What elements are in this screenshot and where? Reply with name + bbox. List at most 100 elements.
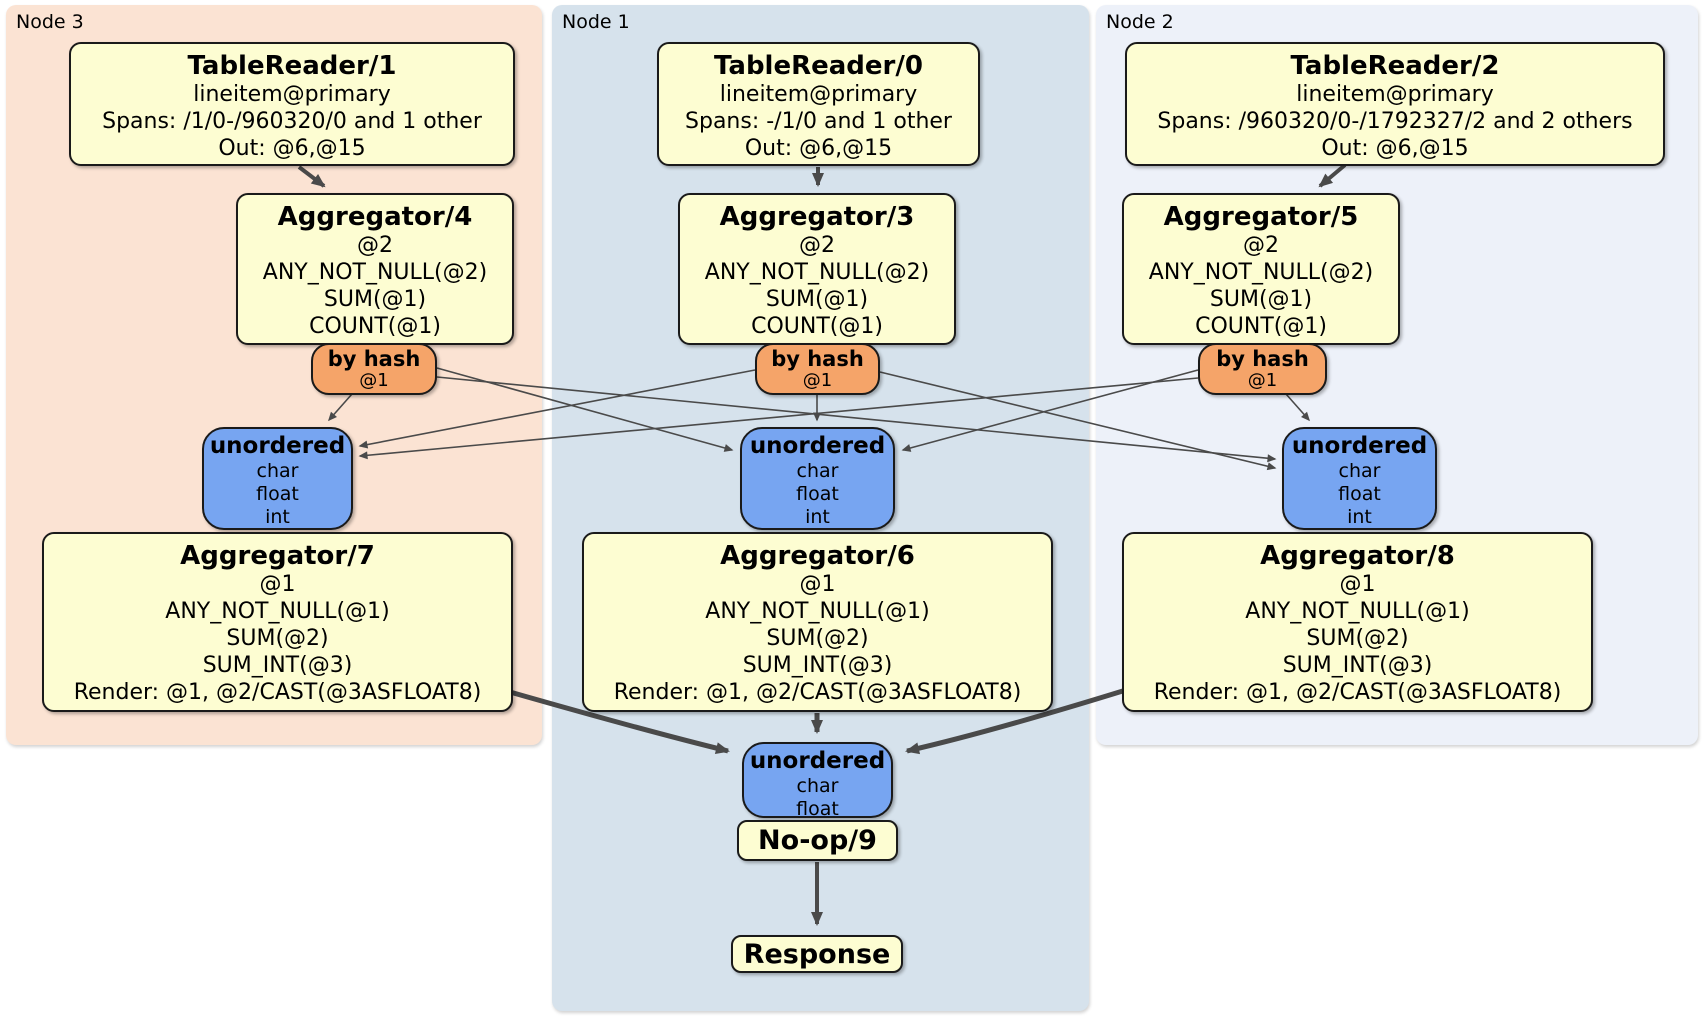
- index-label: lineitem@primary: [193, 82, 391, 107]
- edge-router2-sync3: [358, 377, 1199, 460]
- sync-col-type: int: [1347, 506, 1372, 528]
- router-cols: @1: [359, 370, 389, 391]
- sync-title: unordered: [1291, 433, 1428, 459]
- index-label: lineitem@primary: [719, 82, 918, 107]
- sync-col-type: float: [796, 798, 839, 820]
- noop-box: No-op/9: [737, 820, 898, 861]
- aggregator-4-box: Aggregator/4 @2 ANY_NOT_NULL(@2) SUM(@1)…: [236, 193, 514, 345]
- router-title: by hash: [771, 347, 864, 371]
- spans-label: Spans: -/1/0 and 1 other: [685, 109, 952, 134]
- agg-fn: COUNT(@1): [1195, 314, 1327, 339]
- out-label: Out: @6,@15: [218, 136, 366, 161]
- sync-col-type: float: [1338, 483, 1381, 505]
- table-reader-1-box: TableReader/1 lineitem@primary Spans: /1…: [69, 42, 515, 166]
- unordered-sync-node2: unordered char float int: [1282, 427, 1437, 530]
- edge-router3-sync1: [436, 367, 734, 452]
- edge-router2-sync2: [1285, 393, 1310, 422]
- processor-title: Aggregator/8: [1260, 541, 1455, 571]
- sync-title: unordered: [749, 748, 886, 774]
- agg-fn: SUM(@1): [323, 287, 427, 312]
- agg-fn: ANY_NOT_NULL(@2): [262, 260, 488, 285]
- router-title: by hash: [1216, 347, 1309, 371]
- hash-router-node2: by hash @1: [1198, 343, 1327, 395]
- router-cols: @1: [1247, 370, 1278, 391]
- agg-group-cols: @2: [1243, 233, 1279, 258]
- processor-title: Aggregator/6: [720, 541, 915, 571]
- agg-fn: SUM_INT(@3): [202, 653, 353, 678]
- agg-fn: SUM(@1): [765, 287, 869, 312]
- agg-fn: ANY_NOT_NULL(@2): [704, 260, 930, 285]
- edge-tablereader2-aggregator5: [1318, 163, 1347, 188]
- edge-aggregator8-finalsync: [905, 687, 1127, 755]
- sync-col-type: char: [796, 775, 839, 797]
- edge-aggregator7-finalsync: [509, 689, 730, 754]
- processor-title: TableReader/1: [187, 51, 397, 81]
- unordered-sync-final: unordered char float: [742, 742, 893, 820]
- agg-fn: ANY_NOT_NULL(@1): [1245, 599, 1470, 624]
- aggregator-7-box: Aggregator/7 @1 ANY_NOT_NULL(@1) SUM(@2)…: [42, 532, 513, 712]
- edge-router1-sync2: [879, 371, 1277, 471]
- agg-fn: ANY_NOT_NULL(@1): [165, 599, 390, 624]
- agg-group-cols: @1: [799, 572, 836, 597]
- processor-title: Aggregator/7: [180, 541, 375, 571]
- router-title: by hash: [327, 347, 421, 371]
- agg-fn: SUM_INT(@3): [1282, 653, 1433, 678]
- aggregator-3-box: Aggregator/3 @2 ANY_NOT_NULL(@2) SUM(@1)…: [678, 193, 956, 345]
- sync-col-type: char: [256, 460, 299, 482]
- render-label: Render: @1, @2/CAST(@3ASFLOAT8): [73, 680, 482, 705]
- processor-title: Aggregator/4: [277, 202, 473, 232]
- sync-col-type: float: [256, 483, 299, 505]
- agg-group-cols: @1: [1339, 572, 1376, 597]
- sync-col-type: float: [796, 483, 839, 505]
- agg-fn: ANY_NOT_NULL(@2): [1148, 260, 1374, 285]
- sync-col-type: char: [1338, 460, 1381, 482]
- index-label: lineitem@primary: [1296, 82, 1494, 107]
- spans-label: Spans: /960320/0-/1792327/2 and 2 others: [1157, 109, 1633, 134]
- unordered-sync-node1: unordered char float int: [740, 427, 895, 530]
- sync-title: unordered: [749, 433, 886, 459]
- agg-fn: COUNT(@1): [751, 314, 883, 339]
- edge-router1-sync3: [358, 369, 756, 449]
- edge-router3-sync3: [328, 393, 353, 422]
- sync-col-type: int: [805, 506, 830, 528]
- edge-router3-sync2: [436, 376, 1277, 463]
- table-reader-0-box: TableReader/0 lineitem@primary Spans: -/…: [657, 42, 980, 166]
- sync-col-type: char: [796, 460, 839, 482]
- render-label: Render: @1, @2/CAST(@3ASFLOAT8): [1153, 680, 1562, 705]
- processor-title: No-op/9: [758, 825, 877, 856]
- table-reader-2-box: TableReader/2 lineitem@primary Spans: /9…: [1125, 42, 1665, 166]
- agg-fn: ANY_NOT_NULL(@1): [705, 599, 930, 624]
- agg-fn: SUM_INT(@3): [742, 653, 893, 678]
- render-label: Render: @1, @2/CAST(@3ASFLOAT8): [613, 680, 1022, 705]
- hash-router-node3: by hash @1: [311, 343, 437, 395]
- spans-label: Spans: /1/0-/960320/0 and 1 other: [102, 109, 482, 134]
- unordered-sync-node3: unordered char float int: [202, 427, 353, 530]
- out-label: Out: @6,@15: [744, 136, 893, 161]
- agg-fn: SUM(@2): [766, 626, 869, 651]
- agg-group-cols: @2: [799, 233, 835, 258]
- agg-fn: SUM(@2): [226, 626, 329, 651]
- aggregator-5-box: Aggregator/5 @2 ANY_NOT_NULL(@2) SUM(@1)…: [1122, 193, 1400, 345]
- response-title: Response: [743, 938, 891, 970]
- node2-label: Node 2: [1106, 11, 1174, 33]
- agg-fn: SUM(@1): [1209, 287, 1313, 312]
- aggregator-6-box: Aggregator/6 @1 ANY_NOT_NULL(@1) SUM(@2)…: [582, 532, 1053, 712]
- processor-title: Aggregator/5: [1163, 202, 1359, 232]
- agg-fn: SUM(@2): [1306, 626, 1409, 651]
- sync-col-type: int: [265, 506, 290, 528]
- node3-label: Node 3: [16, 11, 84, 33]
- agg-fn: COUNT(@1): [309, 314, 441, 339]
- sync-title: unordered: [209, 433, 346, 459]
- processor-title: TableReader/0: [714, 51, 923, 81]
- router-cols: @1: [802, 370, 833, 391]
- edge-tablereader1-aggregator4: [297, 165, 326, 188]
- node1-label: Node 1: [562, 11, 630, 33]
- agg-group-cols: @1: [259, 572, 296, 597]
- agg-group-cols: @2: [357, 233, 393, 258]
- aggregator-8-box: Aggregator/8 @1 ANY_NOT_NULL(@1) SUM(@2)…: [1122, 532, 1593, 712]
- hash-router-node1: by hash @1: [755, 343, 880, 395]
- processor-title: TableReader/2: [1290, 51, 1500, 81]
- response-box: Response: [731, 935, 903, 973]
